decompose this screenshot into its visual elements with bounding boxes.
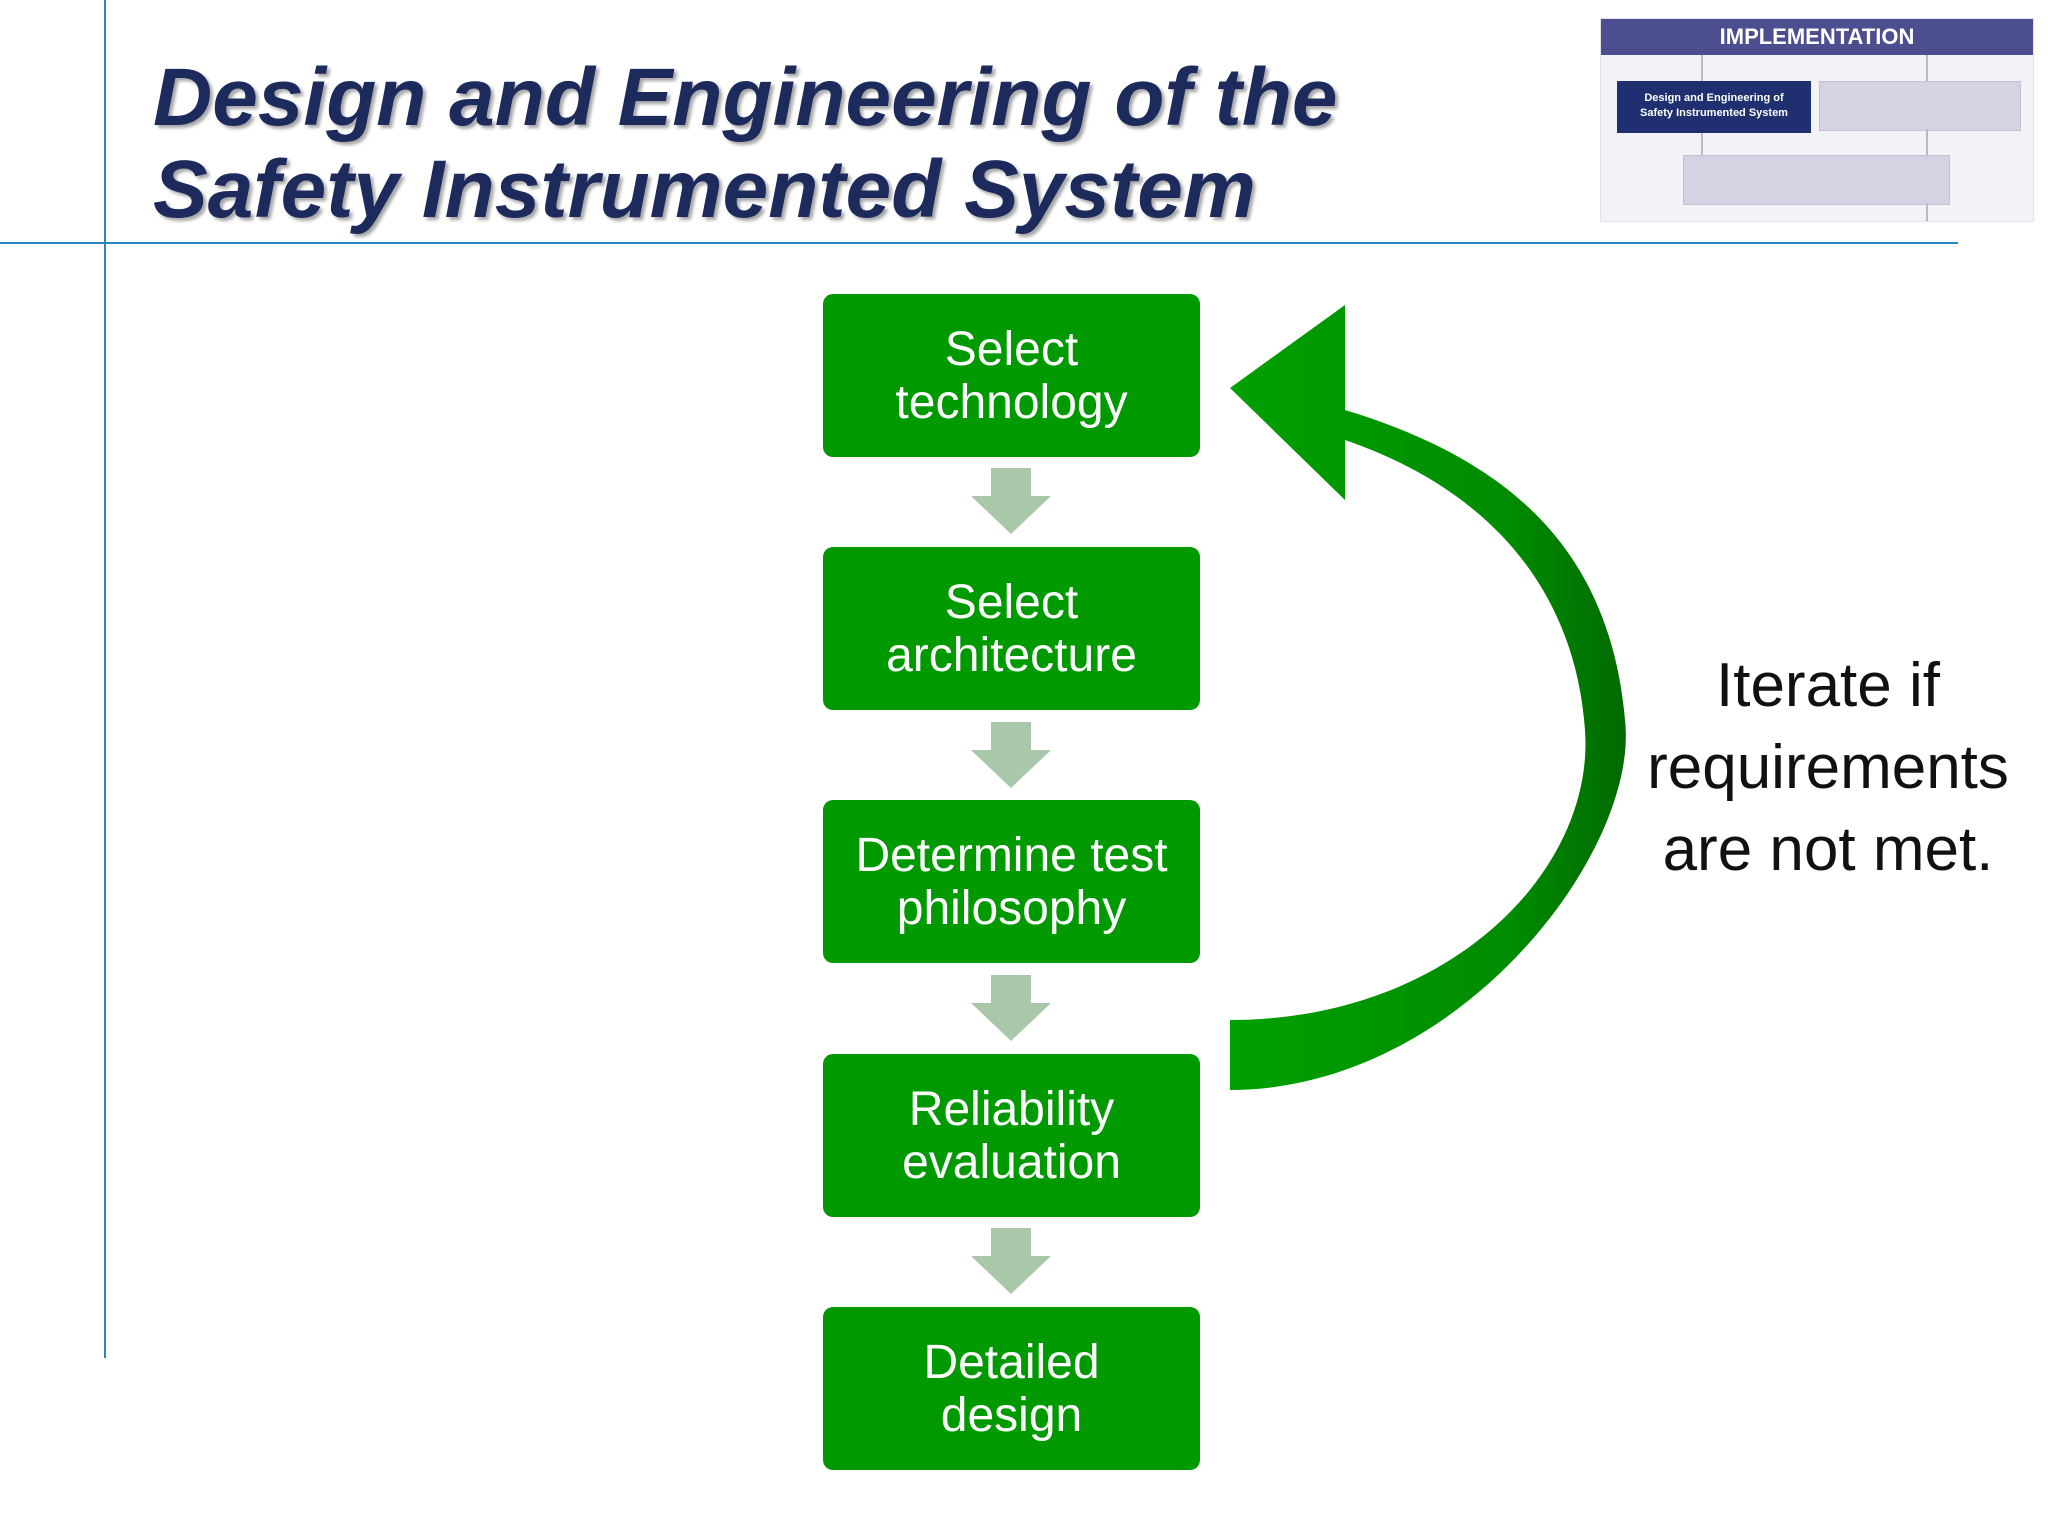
down-arrow-2 [971, 722, 1051, 788]
step-label-line-2: architecture [886, 628, 1137, 682]
step-label-line-1: Reliability [908, 1082, 1115, 1136]
step-label-line-1: Determine test [855, 828, 1168, 882]
step-label-line-2: design [940, 1388, 1083, 1442]
iterate-note-line-3: are not met. [1662, 815, 1994, 884]
iterate-note-line-2: requirements [1647, 733, 2009, 802]
thumbnail-step-box [1819, 81, 2021, 131]
down-arrow-1 [971, 468, 1051, 534]
thumbnail-step-box [1683, 155, 1950, 205]
step-reliability-evaluation: Reliability evaluation [823, 1054, 1200, 1217]
thumbnail-connector [1701, 55, 1703, 81]
slide-title-line-2: Safety Instrumented System [153, 144, 1256, 235]
vertical-rule [104, 0, 106, 1358]
iterate-note-line-1: Iterate if [1716, 651, 1940, 720]
step-select-architecture: Select architecture [823, 547, 1200, 710]
slide-title: Design and Engineering of the Safety Ins… [153, 52, 1338, 236]
thumbnail-connector [1926, 129, 1928, 173]
step-detailed-design: Detailed design [823, 1307, 1200, 1470]
step-label-line-1: Select [944, 575, 1079, 629]
thumbnail-connector [1926, 55, 1928, 81]
down-arrow-3 [971, 975, 1051, 1041]
step-label-line-1: Detailed [923, 1335, 1100, 1389]
thumbnail-active-line-2: Safety Instrumented System [1640, 107, 1788, 119]
step-label-line-2: technology [895, 375, 1128, 429]
step-label-line-2: philosophy [896, 881, 1127, 935]
step-select-technology: Select technology [823, 294, 1200, 457]
step-label-line-1: Select [944, 322, 1079, 376]
thumbnail-connector [1926, 203, 1928, 221]
slide-title-line-1: Design and Engineering of the [153, 52, 1338, 143]
lifecycle-thumbnail: IMPLEMENTATION Design and Engineering of… [1600, 18, 2034, 222]
iterate-loop-arrow [1230, 305, 1626, 1090]
step-determine-test-philosophy: Determine test philosophy [823, 800, 1200, 963]
thumbnail-active-step: Design and Engineering of Safety Instrum… [1617, 81, 1811, 133]
horizontal-rule [0, 242, 1958, 244]
thumbnail-active-line-1: Design and Engineering of [1644, 92, 1784, 104]
iterate-note: Iterate if requirements are not met. [1618, 645, 2038, 891]
down-arrow-4 [971, 1228, 1051, 1294]
thumbnail-header: IMPLEMENTATION [1601, 19, 2033, 55]
thumbnail-connector [1701, 133, 1703, 173]
step-label-line-2: evaluation [902, 1135, 1121, 1189]
